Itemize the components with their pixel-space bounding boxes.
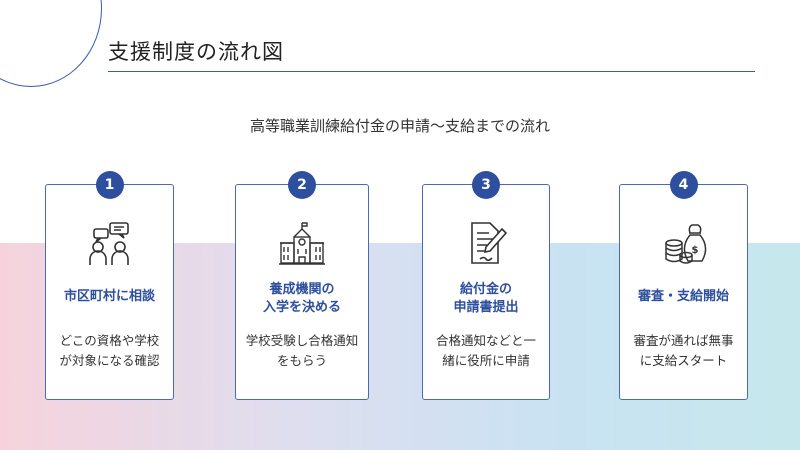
subtitle: 高等職業訓練給付金の申請〜支給までの流れ [249, 117, 550, 135]
school-building-icon [278, 219, 326, 267]
step-title: 市区町村に相談 [63, 289, 155, 304]
step-number-badge: 4 [669, 171, 698, 199]
money-bag-icon: $ [660, 219, 708, 267]
step-description: どこの資格や学校が対象になる確認 [59, 333, 160, 368]
title-underline [108, 71, 755, 72]
document-pen-icon [462, 219, 510, 267]
step-description: 学校受験し合格通知をもらう [245, 333, 359, 368]
step-card-3: 3 給付金の 申請書提出 合格通知などと一緒に役所に申請 [422, 171, 550, 400]
step-number-badge: 3 [472, 171, 500, 199]
svg-text:$: $ [691, 245, 698, 256]
step-card-2: 2 養成機関の 入学を決める 学校受験し合格通知をもらう [235, 171, 369, 400]
step-number-badge: 1 [95, 171, 124, 199]
page-title: 支援制度の流れ図 [108, 40, 284, 64]
step-title: 養成機関の 入学を決める [262, 282, 341, 315]
step-title: 給付金の 申請書提出 [453, 282, 519, 315]
step-number-badge: 2 [288, 171, 316, 199]
consultation-icon [86, 219, 134, 267]
step-card-4: 4 $ 審査・支給開始 審査が通れば無事に支給スタート [619, 171, 748, 400]
step-description: 合格通知などと一緒に役所に申請 [435, 333, 536, 368]
step-title: 審査・支給開始 [637, 289, 729, 304]
step-card-1: 1 市区町村に相談 どこの資格や学校が対象になる確認 [45, 171, 174, 400]
decorative-circle [0, 0, 102, 87]
step-description: 審査が通れば無事に支給スタート [633, 333, 734, 368]
